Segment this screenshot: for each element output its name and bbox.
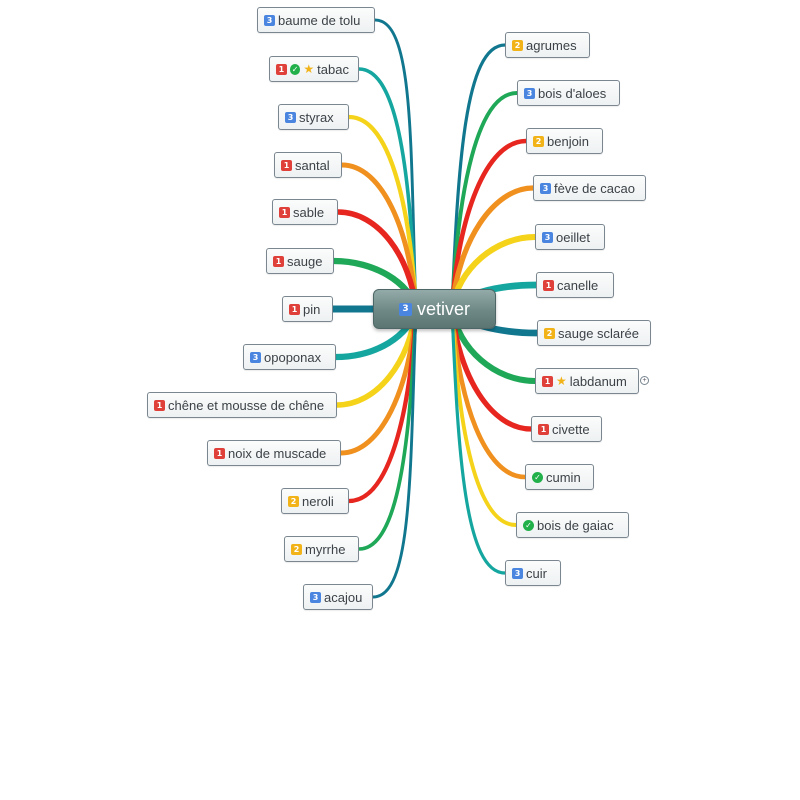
topic-label: sable: [293, 204, 325, 220]
topic-label: fève de cacao: [554, 180, 635, 196]
star-icon: ★: [303, 61, 315, 76]
topic-label: neroli: [302, 493, 334, 509]
topic-label: labdanum: [569, 373, 627, 389]
priority-badge: 1: [154, 399, 165, 411]
branch-right-11: [450, 307, 507, 575]
topic-label: cumin: [546, 469, 581, 485]
topic-label: tabac: [317, 61, 349, 77]
star-icon: ★: [556, 373, 567, 388]
topic-label: acajou: [324, 589, 363, 605]
priority-badge: 3: [542, 231, 553, 243]
topic-label: styrax: [299, 109, 334, 125]
priority-badge: 2: [544, 327, 555, 339]
priority-badge: 2: [288, 495, 299, 507]
priority-badge: 1: [214, 447, 225, 459]
topic-node[interactable]: 1★labdanum: [535, 368, 639, 394]
check-icon: ✓: [523, 519, 534, 531]
topic-label: chêne et mousse de chêne: [168, 397, 325, 413]
topic-label: cuir: [526, 565, 547, 581]
topic-label: santal: [295, 157, 330, 173]
topic-label: myrrhe: [305, 541, 346, 557]
check-icon: ✓: [289, 63, 301, 75]
topic-node[interactable]: ✓bois de gaiac: [516, 512, 629, 538]
expand-icon[interactable]: +: [640, 376, 649, 385]
priority-badge: 1: [543, 279, 554, 291]
topic-label: benjoin: [547, 133, 589, 149]
priority-badge: 3: [285, 111, 296, 123]
topic-label: sauge sclarée: [558, 325, 639, 341]
priority-badge: 1: [538, 423, 549, 435]
priority-badge: 2: [533, 135, 544, 147]
topic-label: pin: [303, 301, 321, 317]
central-topic-label: vetiver: [416, 298, 470, 319]
priority-badge: 2: [291, 543, 302, 555]
priority-badge: 3: [524, 87, 535, 99]
check-icon: ✓: [532, 471, 543, 483]
topic-node[interactable]: 1✓★tabac: [269, 56, 359, 82]
central-topic[interactable]: 3 vetiver: [373, 289, 496, 329]
priority-badge: 3: [540, 182, 551, 194]
topic-label: opoponax: [264, 349, 322, 365]
priority-badge: 1: [289, 303, 300, 315]
priority-badge: 1: [542, 375, 553, 387]
topic-label: agrumes: [526, 37, 577, 53]
topic-label: bois de gaiac: [537, 517, 614, 533]
priority-badge: 3: [398, 302, 412, 316]
priority-badge: 1: [281, 159, 292, 171]
topic-node[interactable]: ✓cumin: [525, 464, 594, 490]
topic-label: civette: [552, 421, 590, 437]
priority-badge: 3: [250, 351, 261, 363]
priority-badge: 1: [279, 206, 290, 218]
topic-label: bois d'aloes: [538, 85, 607, 101]
priority-badge: 3: [310, 591, 321, 603]
priority-badge: 2: [512, 39, 523, 51]
branch-right-3: [449, 185, 536, 312]
priority-badge: 3: [264, 14, 275, 26]
priority-badge: 3: [512, 567, 523, 579]
priority-badge: 1: [273, 255, 284, 267]
topic-label: oeillet: [556, 229, 590, 245]
topic-label: canelle: [557, 277, 599, 293]
branch-left-10: [346, 306, 419, 504]
topic-label: sauge: [287, 253, 323, 269]
priority-badge: 1: [276, 63, 287, 75]
branch-left-12: [371, 307, 418, 599]
topic-label: noix de muscade: [228, 445, 327, 461]
topic-label: baume de tolu: [278, 12, 361, 28]
